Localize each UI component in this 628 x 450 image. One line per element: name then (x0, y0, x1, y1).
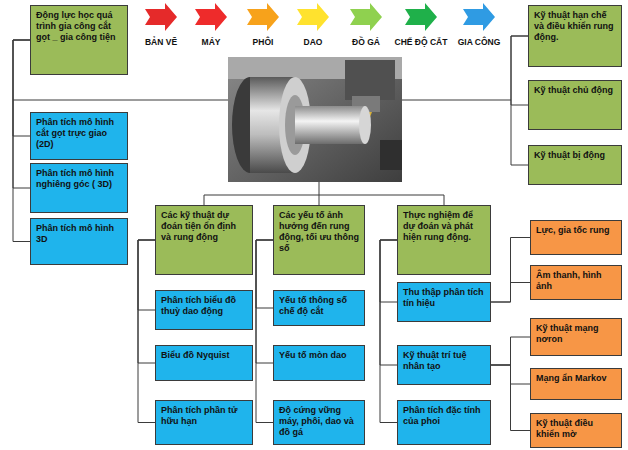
step-label: GIA CÔNG (458, 37, 501, 47)
detail-box: Kỹ thuật mạng nơron (530, 318, 622, 356)
connector (13, 40, 30, 242)
box-text: Yếu tố mòn dao (279, 350, 359, 361)
step-label: MÁY (202, 37, 221, 47)
box-text: Phân tích biểu đồ thuỳ dao động (161, 295, 247, 317)
step-arrow (195, 3, 227, 31)
connector-line (402, 100, 511, 101)
connector (256, 240, 273, 363)
step-arrow (463, 3, 495, 31)
box-text: Kỹ thuật hạn chế và điều khiển rung động… (534, 10, 616, 43)
topic-box: Các kỹ thuật dự đoán tiện ổn định và run… (155, 205, 253, 275)
step-arrow (405, 3, 437, 31)
subtopic-box: Phân tích mô hình 3D (30, 218, 128, 265)
connector (491, 238, 530, 303)
box-text: Lực, gia tốc rung (536, 225, 616, 236)
box-text: Các yếu tố ảnh hưởng đến rung động, tối … (279, 210, 359, 254)
topic-box: Kỹ thuật chủ động (528, 80, 622, 130)
connector (511, 36, 528, 165)
box-text: Thực nghiệm để dự đoán và phát hiện rung… (403, 210, 485, 243)
step-label: ĐỒ GÁ (352, 37, 380, 47)
box-text: Độ cứng vững máy, phôi, dao và đồ gá (279, 405, 359, 438)
process-arrows (145, 3, 495, 31)
connector (491, 337, 530, 365)
step-label: DAO (304, 37, 323, 47)
subtopic-box: Phân tích mô hình nghiêng góc ( 3D) (30, 163, 128, 213)
step-label: CHẾ ĐỘ CẮT (395, 37, 448, 47)
subtopic-box: Thu thập phân tích tín hiệu (397, 282, 491, 322)
subtopic-box: Phân tích mô hình cắt gọt trực giao (2D) (30, 112, 128, 160)
detail-box: Mạng ẩn Markov (530, 368, 622, 400)
connector (256, 240, 273, 308)
detail-box: Lực, gia tốc rung (530, 220, 622, 255)
box-text: Kỹ thuật điều khiển mờ (536, 418, 616, 440)
box-text: Âm thanh, hình ảnh (536, 270, 616, 292)
lathe-photo (228, 57, 402, 182)
box-text: Biểu đồ Nyquist (161, 350, 247, 361)
connector (380, 240, 397, 365)
step-label: BẢN VẼ (145, 37, 177, 47)
box-text: Phân tích đặc tính của phoi (403, 405, 485, 427)
connector (380, 240, 397, 302)
box-text: Kỹ thuật chủ động (534, 85, 616, 96)
subtopic-box: Phân tích biểu đồ thuỳ dao động (155, 290, 253, 330)
subtopic-box: Phân tích phần tử hữu hạn (155, 400, 253, 445)
topic-box: Thực nghiệm để dự đoán và phát hiện rung… (397, 205, 491, 275)
subtopic-box: Độ cứng vững máy, phôi, dao và đồ gá (273, 400, 365, 445)
connector (13, 40, 30, 136)
box-text: Kỹ thuật trí tuệ nhân tạo (403, 350, 485, 372)
connector-line (204, 182, 444, 205)
box-text: Phân tích mô hình cắt gọt trực giao (2D) (36, 117, 122, 150)
topic-box: Kỹ thuật hạn chế và điều khiển rung động… (528, 5, 622, 67)
box-text: Các kỹ thuật dự đoán tiện ổn định và run… (161, 210, 247, 243)
step-arrow (145, 3, 177, 31)
box-text: Mạng ẩn Markov (536, 373, 616, 384)
topic-box: Các yếu tố ảnh hưởng đến rung động, tối … (273, 205, 365, 275)
connector (511, 36, 528, 105)
box-text: Phân tích phần tử hữu hạn (161, 405, 247, 427)
box-text: Kỹ thuật bị động (534, 150, 616, 161)
box-text: Động lực học quá trình gia công cắt gọt … (36, 10, 122, 43)
connector (138, 240, 155, 363)
connector (256, 240, 273, 423)
subtopic-box: Kỹ thuật trí tuệ nhân tạo (397, 345, 491, 385)
connector (491, 283, 530, 303)
box-text: Thu thập phân tích tín hiệu (403, 287, 485, 309)
connector (138, 240, 155, 310)
connector (138, 240, 155, 423)
step-arrow (350, 3, 382, 31)
box-text: Phân tích mô hình 3D (36, 223, 122, 245)
connector (380, 240, 397, 423)
subtopic-box: Yếu tố thông số chế độ cắt (273, 290, 365, 326)
detail-box: Âm thanh, hình ảnh (530, 265, 622, 300)
connector (491, 365, 530, 431)
box-text: Phân tích mô hình nghiêng góc ( 3D) (36, 168, 122, 190)
topic-box: Động lực học quá trình gia công cắt gọt … (30, 5, 128, 75)
step-label: PHÔI (253, 37, 274, 47)
subtopic-box: Biểu đồ Nyquist (155, 345, 253, 381)
detail-box: Kỹ thuật điều khiển mờ (530, 413, 622, 448)
subtopic-box: Yếu tố mòn dao (273, 345, 365, 381)
box-text: Kỹ thuật mạng nơron (536, 323, 616, 345)
topic-box: Kỹ thuật bị động (528, 145, 622, 185)
step-arrow (297, 3, 329, 31)
box-text: Yếu tố thông số chế độ cắt (279, 295, 359, 317)
connector (13, 40, 30, 188)
step-arrow (247, 3, 279, 31)
subtopic-box: Phân tích đặc tính của phoi (397, 400, 491, 445)
connector-line (13, 100, 228, 101)
